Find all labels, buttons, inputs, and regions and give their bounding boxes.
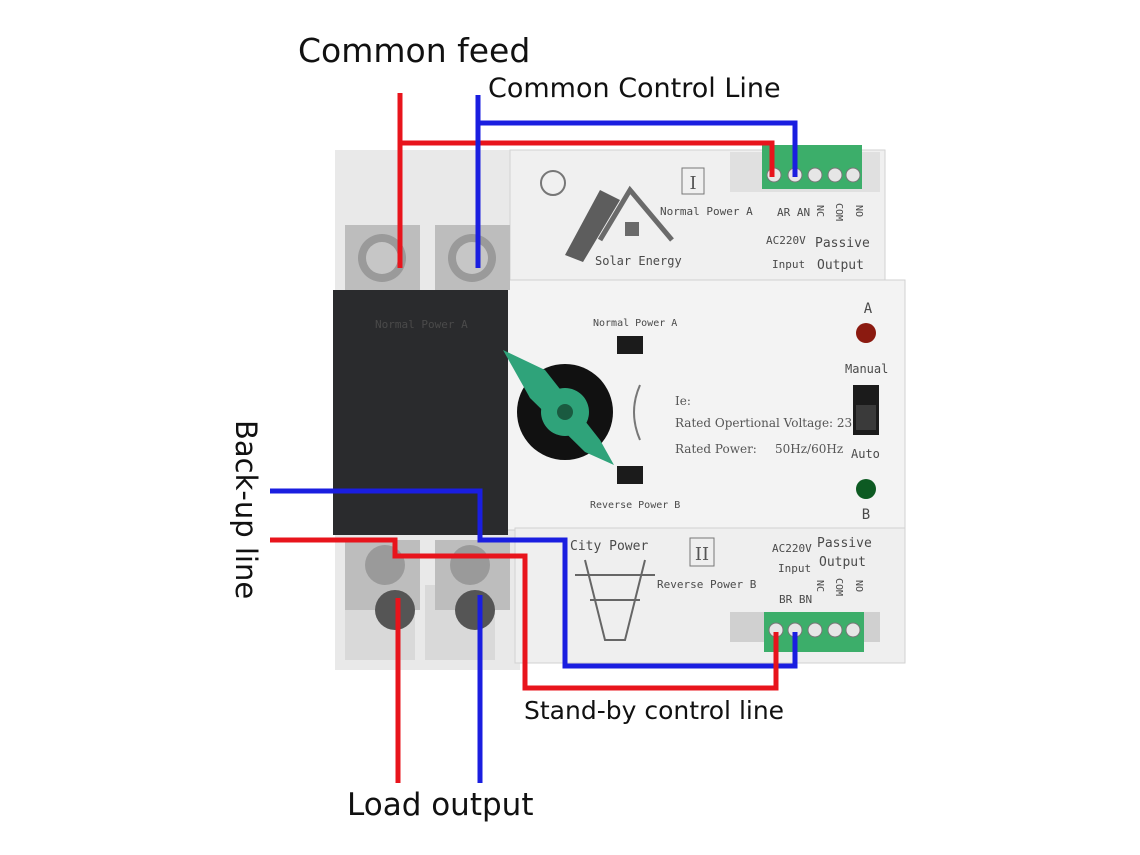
manual-label: Manual [845,362,888,376]
indicator-window-a [617,336,643,354]
top-screw-left [345,225,420,290]
front-ie: Ie: [675,394,691,408]
front-normal-power: Normal Power A [593,318,677,329]
top-roman: I [689,173,696,194]
led-a-label: A [864,301,873,317]
label-load-output: Load output [347,787,533,823]
bottom-no: NO [853,580,864,592]
top-source: Normal Power A [660,205,753,218]
front-reverse-power: Reverse Power B [590,500,680,511]
auto-label: Auto [851,447,880,461]
top-no: NO [853,205,864,217]
label-backup-line: Back-up line [229,420,263,599]
top-brand: Solar Energy [595,254,682,268]
bottom-output-label: Output [819,555,866,570]
backup-red-wire [270,537,779,691]
backup-blue-wire [270,488,798,669]
label-common-feed: Common feed [298,31,530,70]
pylon-logo [575,559,655,641]
top-output-label: Output [817,258,864,273]
top-nc: NC [814,205,825,217]
breaker-faint-text: Normal Power A [375,318,468,331]
top-passive: Passive [815,236,870,251]
bottom-nc: NC [814,580,825,592]
solar-logo [540,170,674,262]
top-terminal-pins: AR AN [777,206,810,219]
bottom-source: Reverse Power B [657,578,757,591]
top-roman-box [681,167,705,195]
led-a [856,323,876,343]
bottom-terminal-block [764,612,864,652]
bottom-roman: II [695,544,709,565]
led-b [856,479,876,499]
bottom-roman-box [689,537,715,567]
bottom-screw-left [345,540,420,630]
bottom-terminal-pins: BR BN [779,593,812,606]
top-screw-right [435,225,510,290]
bottom-com: COM [833,578,844,596]
top-terminal-block [762,145,862,189]
bottom-passive: Passive [817,536,872,551]
top-com: COM [833,203,844,221]
led-b-label: B [862,507,870,523]
bottom-input-label: Input [778,562,811,575]
indicator-window-b [617,466,643,484]
label-standby-control-line: Stand-by control line [524,696,784,725]
bottom-brand: City Power [570,539,648,554]
front-rated-voltage: Rated Opertional Voltage: 230V [675,416,869,430]
front-rated-power-value: 50Hz/60Hz [775,442,843,456]
common-feed-to-terminal [400,140,775,177]
label-common-control-line: Common Control Line [488,73,781,104]
rotary-knob[interactable] [503,350,614,465]
top-input-voltage: AC220V [766,234,806,247]
top-input-label: Input [772,258,805,271]
front-rated-power-label: Rated Power: [675,442,757,456]
wires [270,93,798,783]
rotate-arrow-icon [633,384,641,441]
bottom-input-voltage: AC220V [772,542,812,555]
common-control-to-terminal [478,120,798,177]
